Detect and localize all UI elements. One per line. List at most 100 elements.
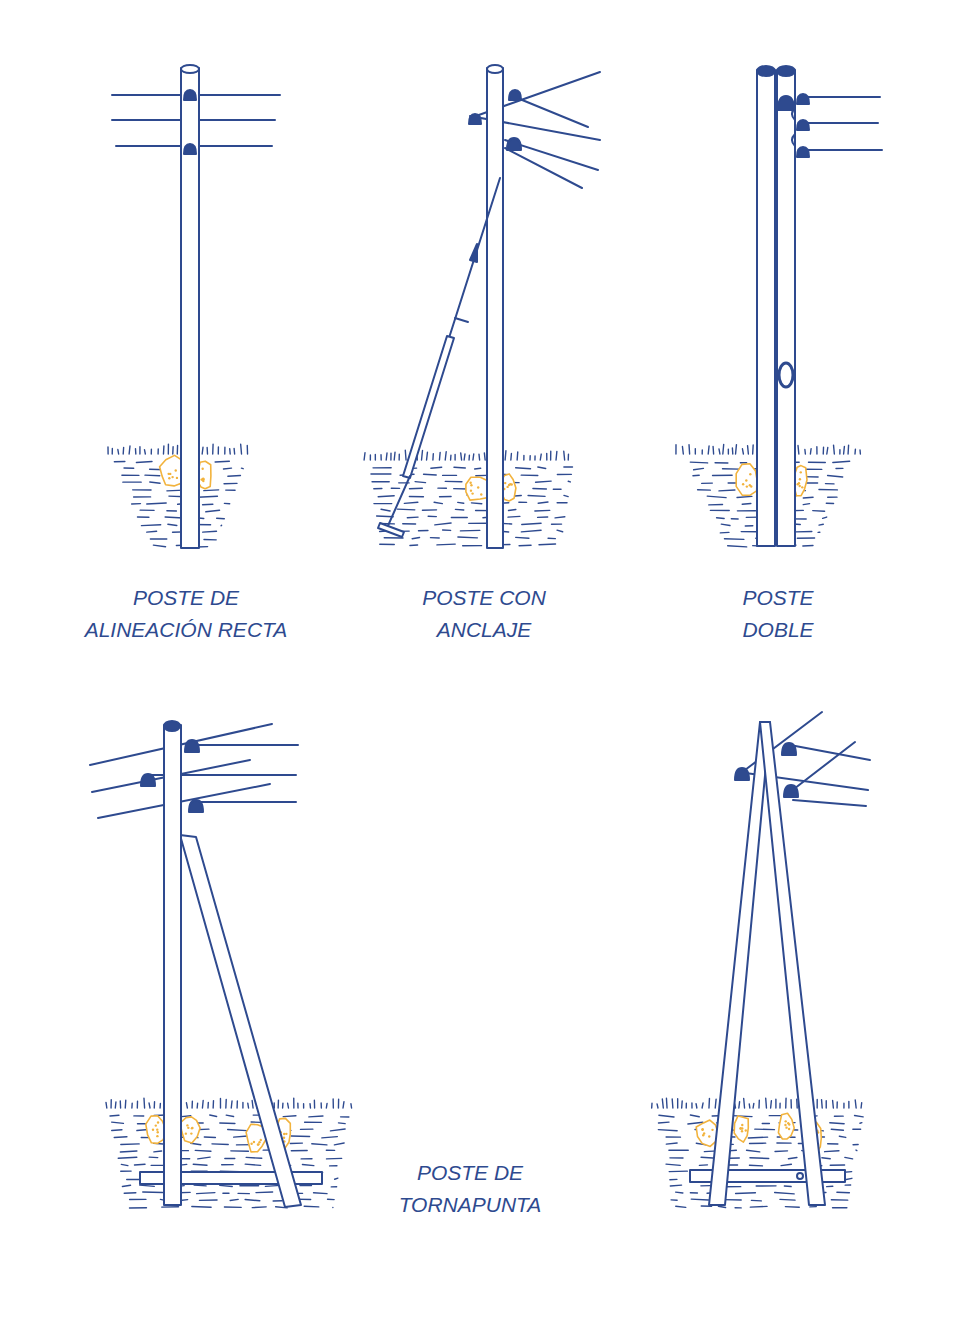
soil-dash [134, 1164, 145, 1166]
grass-stroke [220, 1098, 221, 1108]
soil-dash [737, 496, 752, 497]
soil-dash [830, 1164, 844, 1166]
soil-dash [845, 1157, 853, 1159]
stone-outline [180, 1117, 200, 1143]
grass-stroke [563, 451, 565, 460]
soil-dash [713, 475, 733, 477]
soil-dash [451, 517, 467, 518]
soil-dash [304, 1205, 319, 1207]
soil-dash [780, 1199, 795, 1201]
stone-dot [741, 1124, 743, 1126]
soil-dash [557, 474, 571, 476]
soil-dash [134, 1115, 144, 1117]
soil-dash [443, 475, 457, 476]
soil-dash [823, 517, 827, 518]
stone [778, 1113, 794, 1139]
grass-stroke [765, 1098, 767, 1108]
soil-dash [124, 467, 134, 469]
soil-dash [707, 496, 726, 497]
grass-stroke [775, 1099, 776, 1108]
soil-dash [659, 1115, 674, 1117]
soil-dash [372, 481, 389, 482]
grass-stroke [236, 1101, 238, 1108]
grass-stroke [426, 452, 428, 460]
stone-dot [504, 482, 506, 484]
soil-dash [223, 467, 231, 469]
soil-dash [224, 483, 237, 485]
soil-dash [195, 1150, 211, 1152]
grass-stroke [186, 1103, 188, 1108]
soil-dash [808, 462, 825, 464]
soil-dash [755, 1128, 775, 1130]
grass-stroke [749, 1104, 751, 1108]
stone-dot [799, 478, 801, 480]
grass-stroke [201, 447, 203, 454]
soil-dash [380, 544, 395, 546]
soil-dash [831, 1129, 843, 1131]
grass-stroke [320, 1103, 322, 1108]
soil-dash [373, 467, 391, 468]
grass-stroke [504, 451, 506, 460]
grass-stroke [439, 452, 441, 460]
soil-dash [162, 1206, 179, 1208]
stone-dot [283, 1133, 285, 1135]
soil-dash [742, 503, 751, 505]
soil-dash [690, 461, 707, 463]
grass-stroke [810, 449, 812, 454]
grass-stroke [128, 446, 130, 454]
grass-stroke [722, 445, 724, 454]
grass-stroke [105, 1102, 107, 1108]
soil-dash [440, 496, 452, 498]
stone-dot [156, 1135, 158, 1137]
ground-hatching [106, 1098, 352, 1208]
grass-stroke [742, 449, 744, 454]
grass-stroke [172, 447, 174, 454]
soil-dash [471, 502, 481, 504]
soil-dash [729, 1157, 739, 1159]
soil-dash [775, 1150, 787, 1152]
grass-stroke [242, 1102, 243, 1108]
soil-dash [750, 1157, 769, 1159]
soil-dash [198, 1157, 210, 1159]
soil-dash [831, 1199, 847, 1201]
stone-dot [470, 489, 472, 491]
grass-stroke [839, 450, 840, 454]
grass-stroke [303, 1104, 304, 1108]
soil-dash [709, 504, 723, 506]
soil-dash [228, 475, 241, 477]
grass-stroke [247, 1103, 249, 1108]
soil-dash [327, 1158, 342, 1160]
soil-dash [538, 467, 546, 468]
soil-dash [330, 1129, 345, 1131]
soil-dash [312, 1144, 327, 1145]
soil-dash [198, 496, 218, 497]
soil-dash [717, 517, 725, 519]
stone-dot [788, 1128, 790, 1130]
soil-dash [245, 1164, 260, 1165]
grass-stroke [120, 1101, 122, 1108]
stone [736, 464, 757, 496]
soil-dash [428, 516, 436, 518]
soil-dash [670, 1179, 677, 1181]
grass-stroke [555, 451, 557, 460]
grass-stroke [117, 450, 119, 454]
grass-stroke [666, 1098, 668, 1108]
soil-dash [192, 1206, 211, 1208]
grass-stroke [390, 453, 391, 460]
grass-stroke [375, 455, 376, 460]
grass-stroke [225, 1099, 227, 1108]
grass-stroke [157, 449, 159, 454]
grass-stroke [405, 450, 407, 460]
soil-dash [291, 1150, 307, 1152]
soil-dash [454, 466, 465, 468]
grass-stroke [770, 1101, 772, 1108]
grass-stroke [854, 449, 856, 454]
stone-dot [746, 485, 748, 487]
ground-hatching [106, 444, 863, 1208]
soil-dash [748, 1136, 767, 1138]
soil-dash [724, 538, 743, 540]
soil-dash [154, 1150, 162, 1152]
grass-stroke [686, 1103, 688, 1108]
grass-stroke [277, 1100, 279, 1108]
